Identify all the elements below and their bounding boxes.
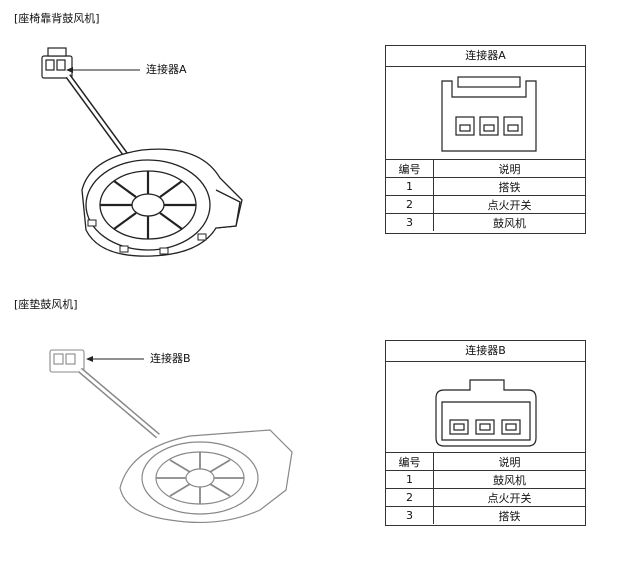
table-row: 1 鼓风机 [386, 470, 585, 489]
pin-description: 点火开关 [433, 488, 585, 507]
table-row: 2 点火开关 [386, 195, 585, 214]
table-header-row: 编号 说明 [386, 160, 585, 178]
callout-connector-b: 连接器B [150, 352, 191, 365]
pin-number-header: 编号 [386, 453, 434, 471]
table-row: 1 搭铁 [386, 177, 585, 196]
pin-description: 鼓风机 [433, 470, 585, 489]
section-title-backrest-blower: [座椅靠背鼓风机] [14, 12, 100, 25]
connector-a-panel: 连接器A 编号 说明 1 搭铁 2 点火开关 [385, 45, 586, 234]
connector-a-figure [386, 67, 585, 160]
pin-number: 2 [386, 195, 434, 214]
pin-description: 鼓风机 [433, 213, 585, 231]
pin-number: 1 [386, 177, 434, 196]
connector-a-title: 连接器A [386, 46, 585, 67]
pin-description: 搭铁 [433, 506, 585, 524]
table-row: 3 鼓风机 [386, 213, 585, 231]
table-header-row: 编号 说明 [386, 453, 585, 471]
connector-b-panel: 连接器B 编号 说明 1 鼓风机 2 点火开关 [385, 340, 586, 526]
connector-b-title: 连接器B [386, 341, 585, 362]
pin-number: 3 [386, 506, 434, 524]
connector-b-pinout-icon [435, 379, 537, 447]
backrest-blower-drawing [41, 47, 243, 257]
callout-connector-a: 连接器A [146, 63, 187, 76]
section-title-cushion-blower: [座垫鼓风机] [14, 298, 78, 311]
pin-number: 2 [386, 488, 434, 507]
table-row: 2 点火开关 [386, 488, 585, 507]
pin-description-header: 说明 [433, 453, 585, 471]
pin-description: 点火开关 [433, 195, 585, 214]
table-row: 3 搭铁 [386, 506, 585, 524]
callout-line-b [86, 356, 144, 362]
pin-number-header: 编号 [386, 160, 434, 178]
pin-description-header: 说明 [433, 160, 585, 178]
connector-b-figure [386, 362, 585, 453]
pin-number: 3 [386, 213, 434, 231]
cushion-blower-drawing [49, 349, 293, 524]
connector-b-pin-table: 编号 说明 1 鼓风机 2 点火开关 3 搭铁 [386, 453, 585, 524]
connector-a-pinout-icon [441, 76, 537, 152]
pin-number: 1 [386, 470, 434, 489]
pin-description: 搭铁 [433, 177, 585, 196]
connector-a-pin-table: 编号 说明 1 搭铁 2 点火开关 3 鼓风机 [386, 160, 585, 231]
callout-line-a [66, 67, 140, 73]
